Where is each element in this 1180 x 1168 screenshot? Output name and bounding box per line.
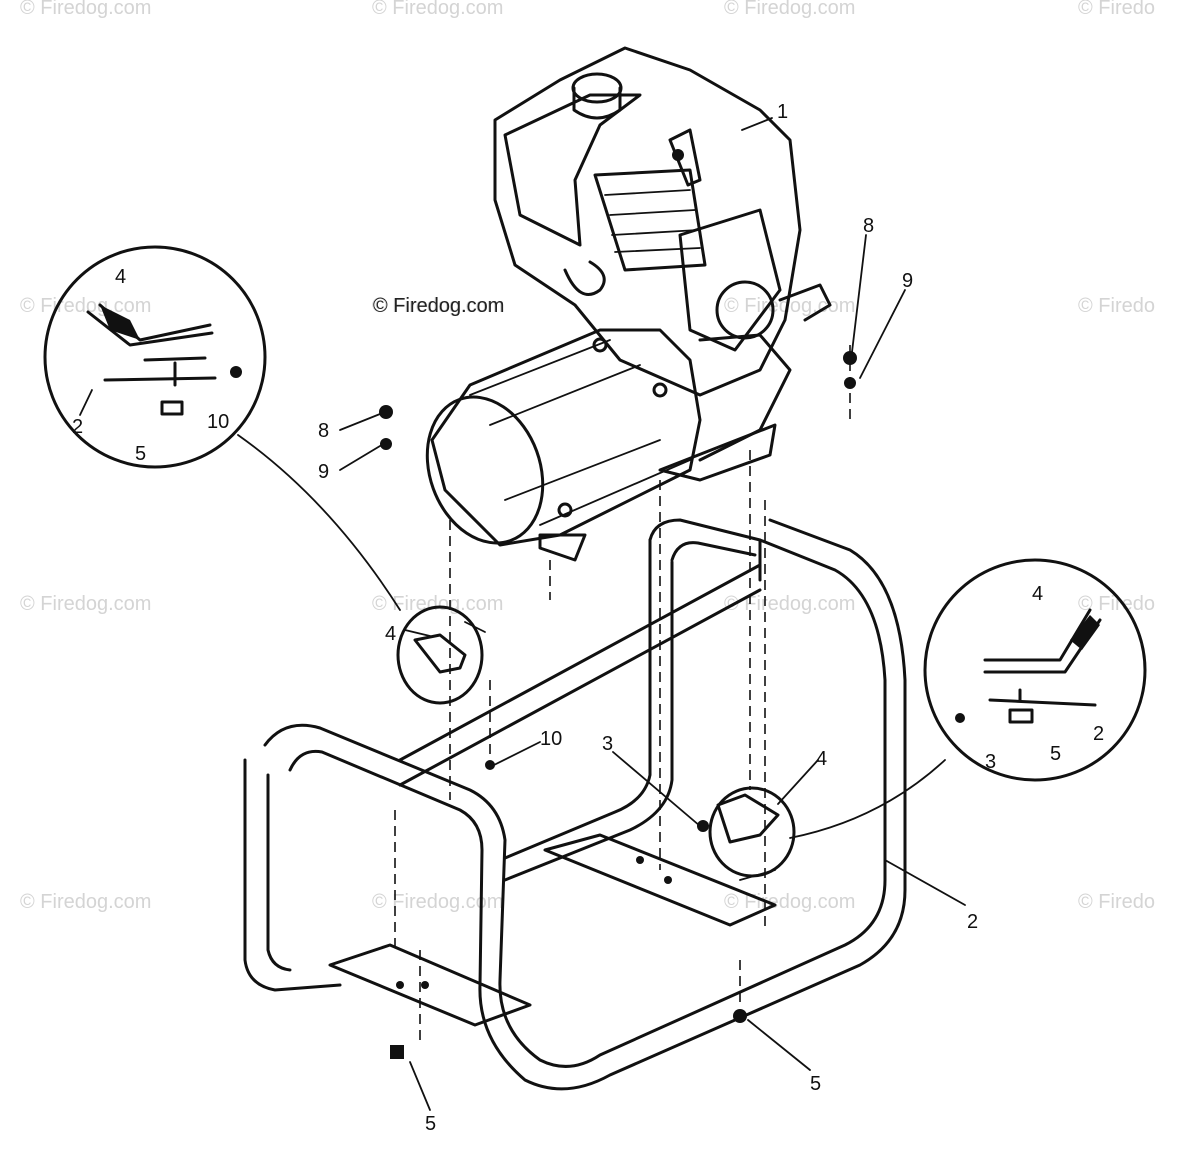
callout-label: 2 (72, 416, 83, 438)
callout-label: 5 (810, 1073, 821, 1095)
callout-label: 9 (318, 461, 329, 483)
callout-labels: 1 8 9 4 2 10 5 8 9 4 10 3 4 4 3 5 2 2 5 … (72, 101, 1104, 1135)
callout-label: 3 (602, 733, 613, 755)
watermark: © Firedog.com (372, 0, 503, 19)
callout-label: 5 (425, 1113, 436, 1135)
callout-label: 4 (1032, 583, 1043, 605)
callout-label: 2 (967, 911, 978, 933)
callout-label: 5 (135, 443, 146, 465)
callout-label: 4 (115, 266, 126, 288)
callout-label: 4 (816, 748, 827, 770)
callout-label: 4 (385, 623, 396, 645)
leader-lines (237, 117, 966, 1111)
mount-circle (396, 605, 484, 705)
watermark: © Firedog.com (724, 0, 855, 19)
callout-label: 9 (902, 270, 913, 292)
left-detail-inset (43, 245, 267, 469)
callout-label: 5 (1050, 743, 1061, 765)
bolt-icon (485, 760, 495, 770)
engine-drawing (493, 46, 832, 397)
watermark-layer: © Firedog.com © Firedog.com © Firedog.co… (20, 0, 1155, 913)
nut-icon (379, 405, 393, 419)
callout-label: 3 (985, 751, 996, 773)
watermark: © Firedog.com (724, 593, 855, 615)
callout-label: 8 (318, 420, 329, 442)
copyright-text: © Firedog.com (373, 295, 504, 317)
assembly-lines (394, 345, 851, 1045)
watermark: © Firedo (1078, 593, 1155, 615)
callout-label: 1 (777, 101, 788, 123)
nut-icon (843, 351, 857, 365)
right-detail-inset (923, 558, 1147, 782)
bolt-icon (697, 820, 709, 832)
bolt-icon (390, 1045, 404, 1059)
callout-label: 2 (1093, 723, 1104, 745)
callout-label: 10 (207, 411, 229, 433)
watermark: © Firedog.com (20, 593, 151, 615)
callout-label: 10 (540, 728, 562, 750)
bolt-icon (733, 1009, 747, 1023)
watermark: © Firedog.com (20, 295, 151, 317)
callout-label: 8 (863, 215, 874, 237)
watermark: © Firedog.com (20, 0, 151, 19)
watermark: © Firedog.com (372, 891, 503, 913)
watermark: © Firedo (1078, 891, 1155, 913)
watermark: © Firedog.com (372, 295, 503, 317)
watermark: © Firedog.com (724, 295, 855, 317)
watermark: © Firedog.com (372, 593, 503, 615)
washer-icon (844, 377, 856, 389)
washer-icon (380, 438, 392, 450)
watermark: © Firedog.com (724, 891, 855, 913)
generator-drawing (425, 328, 792, 562)
watermark: © Firedo (1078, 295, 1155, 317)
watermark: © Firedog.com (20, 891, 151, 913)
watermark: © Firedo (1078, 0, 1155, 19)
